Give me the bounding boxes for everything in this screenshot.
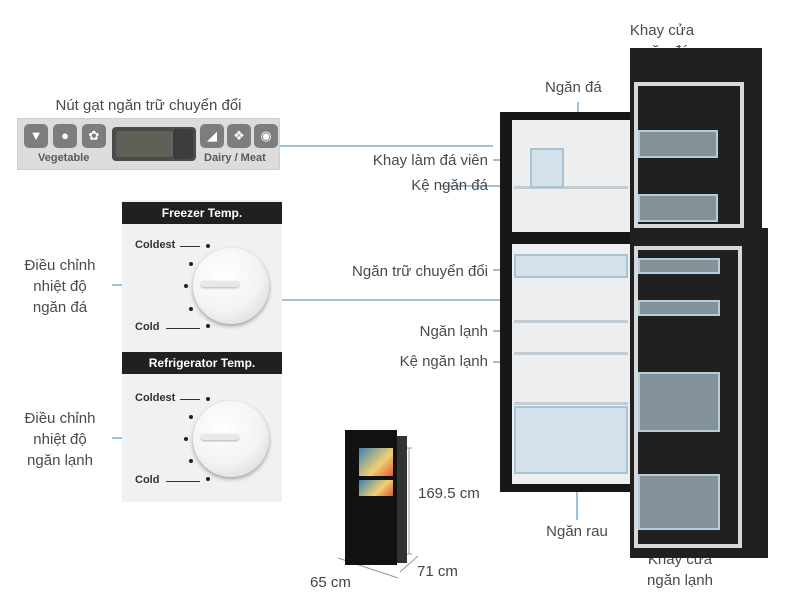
- dimension-height: 169.5 cm: [418, 485, 480, 502]
- freezer-dot: [206, 244, 210, 248]
- freezer-door-gasket: [634, 82, 744, 228]
- label-vegetable: Ngăn rau: [546, 523, 608, 540]
- fridge-dot: [189, 459, 193, 463]
- small-fridge-display-2: [359, 480, 393, 496]
- fridge-door-gasket: [634, 246, 742, 548]
- freezer-dot: [206, 324, 210, 328]
- label-convertible-room: Ngăn trữ chuyển đổi: [352, 263, 488, 280]
- fridge-cold-line: [166, 481, 200, 482]
- vegetable-label: Vegetable: [38, 152, 90, 164]
- freezer-dot: [189, 307, 193, 311]
- dairy-meat-label: Dairy / Meat: [204, 152, 266, 164]
- freezer-door-bin-1: [638, 130, 718, 158]
- label-switch-title: Nút gạt ngăn trữ chuyển đổi: [55, 97, 242, 114]
- convertible-room: [514, 254, 628, 278]
- label-freezer-adjust: Điều chỉnh nhiệt độ ngăn đá: [24, 257, 96, 316]
- label-ice-tray: Khay làm đá viên: [372, 152, 488, 169]
- freezer-temp-knob[interactable]: [193, 248, 269, 324]
- slider-window: [116, 131, 172, 157]
- fridge-dot: [189, 415, 193, 419]
- vegetable-drawer: [514, 406, 628, 474]
- fridge-door-bin-1: [638, 258, 720, 274]
- fridge-dot: [206, 477, 210, 481]
- fridge-shelf-2: [514, 352, 628, 355]
- label-fridge-adjust: Điều chỉnh nhiệt độ ngăn lạnh: [24, 410, 96, 469]
- fridge-door-bin-3: [638, 372, 720, 432]
- fridge-coldest-label: Coldest: [135, 392, 176, 404]
- fridge-dot: [184, 437, 188, 441]
- convertible-slider-switch[interactable]: [112, 127, 196, 161]
- fridge-shelf-3: [514, 402, 628, 405]
- refrigerator-temp-title: Refrigerator Temp.: [122, 352, 282, 374]
- freezer-shelf: [514, 186, 628, 189]
- freezer-dot: [189, 262, 193, 266]
- fridge-shelf-1: [514, 320, 628, 323]
- convertible-switch-panel: ▼ ● ✿ Vegetable ◢ ❖ ◉ Dairy / Meat: [17, 118, 280, 170]
- label-freezer: Ngăn đá: [545, 79, 602, 96]
- tomato-icon: ●: [53, 124, 77, 148]
- slider-knob[interactable]: [172, 129, 193, 159]
- small-fridge-display: [359, 448, 393, 476]
- freezer-coldest-line: [180, 246, 200, 247]
- fridge-temp-knob[interactable]: [193, 401, 269, 477]
- knob-pointer: [201, 281, 239, 287]
- label-freezer-shelf: Kệ ngăn đá: [411, 177, 488, 194]
- label-fridge-shelf: Kệ ngăn lạnh: [399, 353, 488, 370]
- fridge-dot: [206, 397, 210, 401]
- freezer-coldest-label: Coldest: [135, 239, 176, 251]
- fish-icon: ❖: [227, 124, 251, 148]
- dimension-width: 65 cm: [310, 574, 351, 591]
- fridge-cold-label: Cold: [135, 474, 160, 486]
- temperature-dial-panel: Freezer Temp. Coldest Cold Refrigerator …: [122, 200, 282, 502]
- dimension-depth: 71 cm: [417, 563, 458, 580]
- fridge-door-bin-2: [638, 300, 720, 316]
- knob-pointer: [201, 434, 239, 440]
- freezer-door-bin-2: [638, 194, 718, 222]
- freezer-dot: [184, 284, 188, 288]
- carrot-icon: ▼: [24, 124, 48, 148]
- cheese-icon: ◢: [200, 124, 224, 148]
- freezer-cold-label: Cold: [135, 321, 160, 333]
- meat-icon: ◉: [254, 124, 278, 148]
- ice-tray: [530, 148, 564, 188]
- grapes-icon: ✿: [82, 124, 106, 148]
- fridge-coldest-line: [180, 399, 200, 400]
- label-fridge: Ngăn lạnh: [419, 323, 488, 340]
- fridge-door-bin-4: [638, 474, 720, 530]
- freezer-cold-line: [166, 328, 200, 329]
- small-fridge-side: [397, 436, 407, 563]
- freezer-temp-title: Freezer Temp.: [122, 202, 282, 224]
